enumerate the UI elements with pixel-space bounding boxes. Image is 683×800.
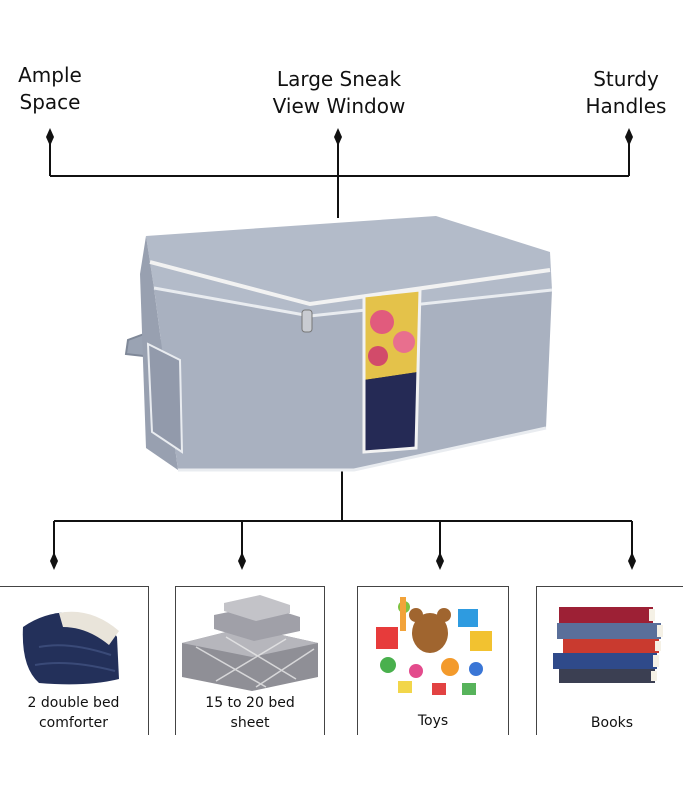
feature-sneak-view-window: Large Sneak View Window: [272, 67, 406, 118]
item-card-toys: Toys: [357, 586, 509, 735]
item-caption: Toys: [417, 713, 449, 729]
bedsheet-image: [182, 595, 318, 691]
item-card-books: Books: [536, 586, 683, 735]
comforter-image: [22, 611, 119, 685]
item-card-bedsheet: 15 to 20 bed sheet: [175, 586, 325, 735]
item-caption: Books: [590, 715, 634, 731]
item-caption: 2 double bed comforter: [27, 695, 120, 731]
feature-ample-space: Ample Space: [18, 63, 82, 114]
storage-bag-image: [124, 216, 553, 472]
toys-image: [376, 597, 492, 695]
item-caption: 15 to 20 bed sheet: [205, 695, 295, 731]
feature-sturdy-handles: Sturdy Handles: [585, 67, 667, 118]
item-card-comforter: 2 double bed comforter: [0, 586, 149, 735]
books-image: [553, 607, 663, 683]
